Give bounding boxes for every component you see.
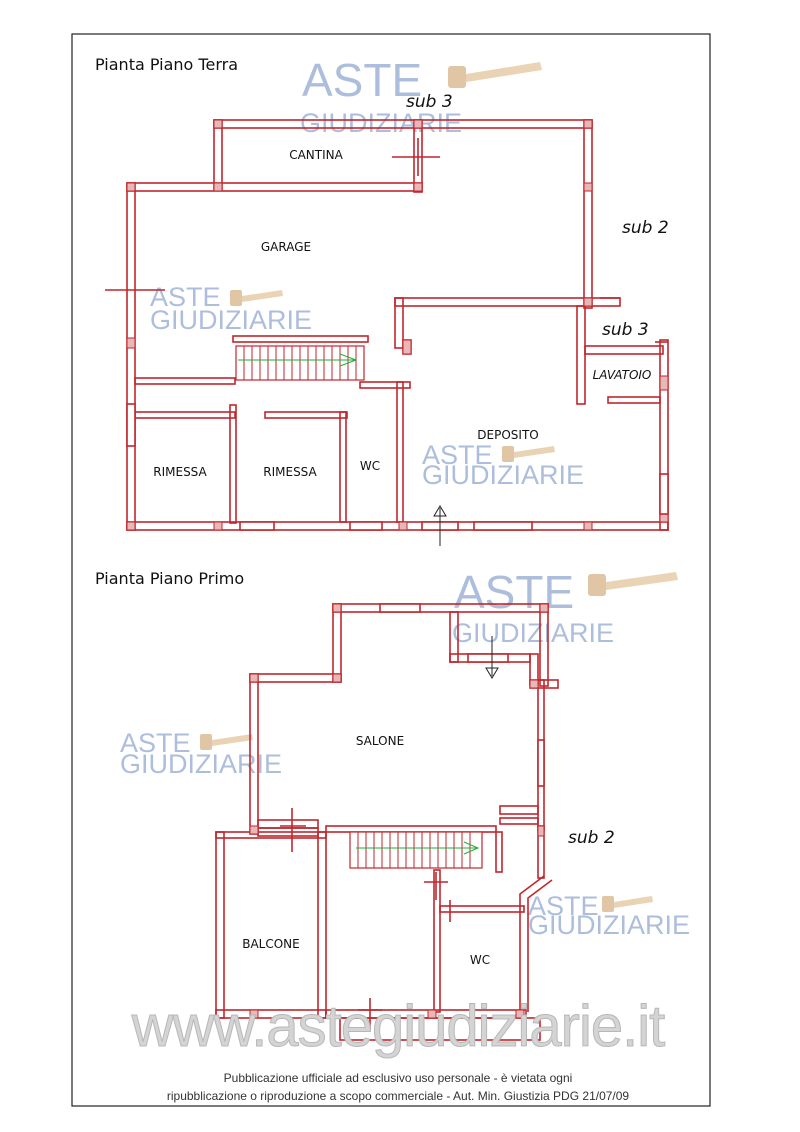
sub-label-sub3-right: sub 3 [602, 320, 649, 340]
watermark-garage: ASTE GIUDIZIARIE [150, 282, 312, 335]
room-label-cantina: CANTINA [289, 148, 343, 162]
first-floor-stair-treads [357, 832, 471, 868]
gavel-icon [200, 734, 253, 750]
watermark-aste: ASTE [454, 566, 574, 618]
room-label-wc-ground: WC [360, 459, 380, 473]
watermark-giudiziarie: GIUDIZIARIE [300, 108, 462, 138]
footer-line-2: ripubblicazione o riproduzione a scopo c… [167, 1089, 630, 1103]
entrance-arrow-icon [433, 505, 447, 546]
gavel-icon [230, 290, 283, 306]
watermark-giudiziarie: GIUDIZIARIE [150, 305, 312, 335]
watermark-salone-left: ASTE GIUDIZIARIE [120, 728, 282, 779]
watermark-site: www.astegiudiziarie.it [131, 994, 665, 1059]
watermark-giudiziarie: GIUDIZIARIE [422, 460, 584, 490]
ground-floor-stair-arrow-icon [238, 353, 358, 367]
room-label-salone: SALONE [356, 734, 404, 748]
watermark-aste: ASTE [120, 728, 191, 758]
watermark-top: ASTE GIUDIZIARIE [300, 54, 542, 138]
room-label-lavatoio: LAVATOIO [593, 368, 652, 382]
sub-label-sub3-top: sub 3 [406, 92, 453, 112]
gavel-icon [448, 62, 542, 88]
first-floor-stair-arrow-icon [356, 841, 480, 855]
watermark-giudiziarie: GIUDIZIARIE [120, 749, 282, 779]
watermark-aste: ASTE [422, 440, 493, 470]
room-label-balcone: BALCONE [242, 937, 300, 951]
watermark-first-floor: ASTE GIUDIZIARIE [452, 566, 678, 648]
watermark-aste: ASTE [302, 54, 422, 106]
footer-line-1: Pubblicazione ufficiale ad esclusivo uso… [224, 1071, 573, 1085]
room-label-rimessa-1: RIMESSA [153, 465, 207, 479]
watermark-giudiziarie: GIUDIZIARIE [528, 910, 690, 940]
ground-floor-plan [105, 119, 669, 546]
first-floor-plan [215, 603, 559, 1041]
room-label-rimessa-2: RIMESSA [263, 465, 317, 479]
entry-arrow-icon [485, 636, 499, 679]
ground-floor-title: Pianta Piano Terra [95, 55, 238, 74]
watermark-deposito: ASTE GIUDIZIARIE [422, 440, 584, 490]
sub-label-sub2-first: sub 2 [568, 828, 615, 848]
watermark-aste: ASTE [528, 891, 599, 921]
ground-floor-stair-treads [243, 346, 357, 380]
page-frame [71, 33, 711, 1107]
room-label-deposito: DEPOSITO [477, 428, 538, 442]
room-label-garage: GARAGE [261, 240, 311, 254]
room-label-wc-first: WC [470, 953, 490, 967]
watermark-wc-right: ASTE GIUDIZIARIE [528, 891, 690, 940]
gavel-icon [502, 446, 555, 462]
gavel-icon [588, 572, 678, 596]
watermark-aste: ASTE [150, 282, 221, 312]
sub-label-sub2-ground: sub 2 [622, 218, 669, 238]
first-floor-title: Pianta Piano Primo [95, 569, 244, 588]
gavel-icon [602, 896, 653, 912]
watermark-giudiziarie: GIUDIZIARIE [452, 618, 614, 648]
